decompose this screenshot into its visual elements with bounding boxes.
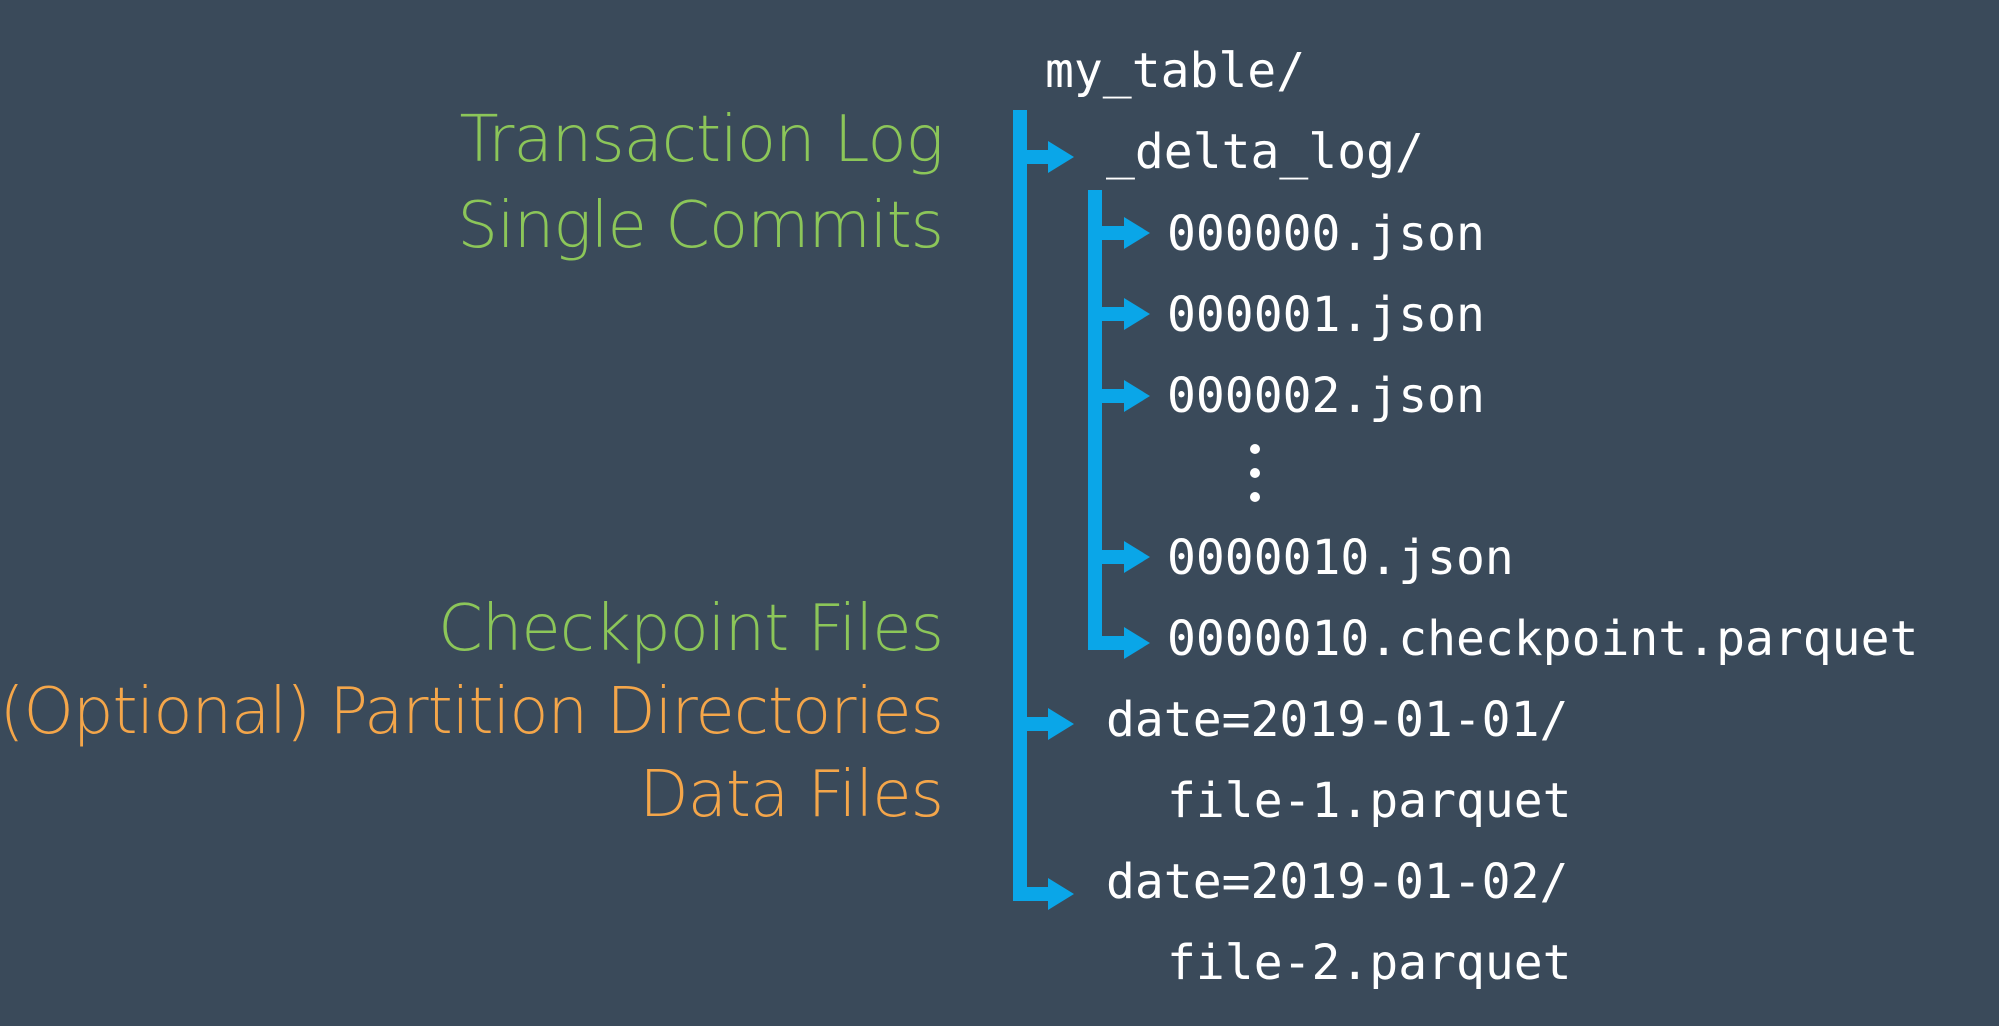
commit-file-10: 0000010.json (1167, 530, 1514, 586)
data-file-2: file-2.parquet (1167, 935, 1572, 991)
commit-2-branch (1088, 389, 1128, 403)
partition-1-branch (1013, 717, 1053, 731)
checkpoint-file: 0000010.checkpoint.parquet (1167, 611, 1919, 667)
commit-1-branch (1088, 307, 1128, 321)
commit-file-2: 000002.json (1167, 368, 1485, 424)
partition-directory-2: date=2019-01-02/ (1106, 854, 1569, 910)
commit-0-arrow-icon (1124, 217, 1150, 249)
transaction-log-label: Transaction Log (459, 103, 944, 177)
checkpoint-branch (1088, 636, 1128, 650)
checkpoint-arrow-icon (1124, 627, 1150, 659)
delta-log-branch (1013, 150, 1053, 164)
root-connector-line (1013, 110, 1027, 901)
commit-2-arrow-icon (1124, 380, 1150, 412)
partition-2-branch (1013, 887, 1053, 901)
commit-10-arrow-icon (1124, 541, 1150, 573)
commit-file-1: 000001.json (1167, 287, 1485, 343)
delta-log-connector-line (1088, 190, 1102, 650)
delta-log-directory: _delta_log/ (1106, 124, 1424, 180)
single-commits-label: Single Commits (457, 189, 944, 263)
root-directory: my_table/ (1045, 43, 1306, 99)
commit-1-arrow-icon (1124, 298, 1150, 330)
data-file-1: file-1.parquet (1167, 773, 1572, 829)
delta-log-arrow-icon (1048, 141, 1074, 173)
ellipsis-icon (1250, 444, 1260, 502)
commit-file-0: 000000.json (1167, 206, 1485, 262)
partition-directory-1: date=2019-01-01/ (1106, 692, 1569, 748)
commit-10-branch (1088, 550, 1128, 564)
checkpoint-files-label: Checkpoint Files (438, 592, 944, 666)
data-files-label: Data Files (639, 758, 944, 832)
partition-2-arrow-icon (1048, 878, 1074, 910)
partition-1-arrow-icon (1048, 708, 1074, 740)
commit-0-branch (1088, 226, 1128, 240)
partition-directories-label: (Optional) Partition Directories (0, 675, 944, 749)
